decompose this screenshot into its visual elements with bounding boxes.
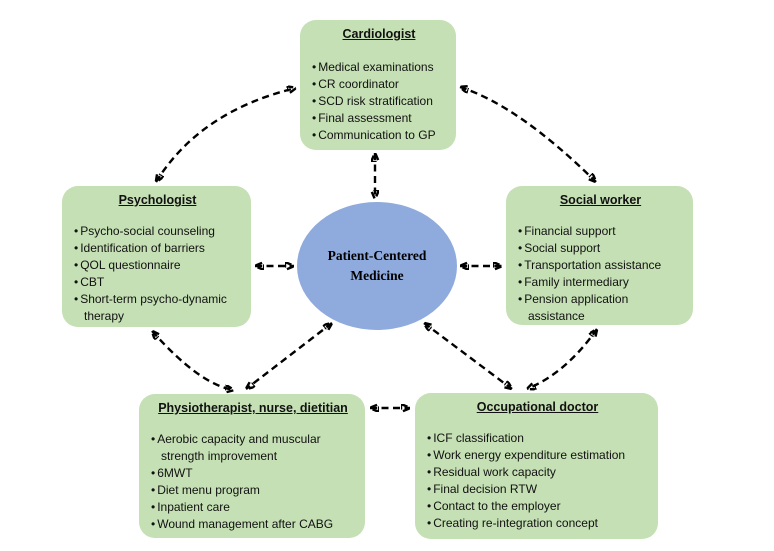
bullet-item: Communication to GP <box>312 127 448 144</box>
node-title: Social worker <box>559 193 642 207</box>
node-bullet-list: Psycho-social counselingIdentification o… <box>72 223 243 325</box>
node-title: Cardiologist <box>342 27 416 41</box>
arrow-psychologist-physio <box>152 331 234 390</box>
bullet-item: Diet menu program <box>151 482 357 499</box>
arrow-center-physio <box>246 323 332 389</box>
bullet-item: ICF classification <box>427 430 650 447</box>
bullet-item: Wound management after CABG <box>151 516 357 533</box>
bullet-item: Inpatient care <box>151 499 357 516</box>
node-title: Occupational doctor <box>476 400 599 414</box>
bullet-item: Aerobic capacity and muscular strength i… <box>151 431 357 465</box>
arrow-cardiologist-social-worker <box>460 87 596 182</box>
bullet-item: Pension application assistance <box>518 291 685 325</box>
node-psychologist: Psychologist Psycho-social counselingIde… <box>62 186 251 327</box>
node-physiotherapist-nurse-dietitian: Physiotherapist, nurse, dietitian Aerobi… <box>139 394 365 538</box>
bullet-item: 6MWT <box>151 465 357 482</box>
node-cardiologist: Cardiologist Medical examinationsCR coor… <box>300 20 456 150</box>
bullet-item: Creating re-integration concept <box>427 515 650 532</box>
center-label-line1: Patient-Centered <box>327 248 427 263</box>
node-bullet-list: Medical examinationsCR coordinatorSCD ri… <box>310 59 448 144</box>
arrow-social-worker-occupational <box>527 329 597 389</box>
bullet-item: Short-term psycho-dynamic therapy <box>74 291 243 325</box>
bullet-item: CR coordinator <box>312 76 448 93</box>
node-bullet-list: ICF classificationWork energy expenditur… <box>425 430 650 532</box>
bullet-item: Work energy expenditure estimation <box>427 447 650 464</box>
bullet-item: Medical examinations <box>312 59 448 76</box>
bullet-item: QOL questionnaire <box>74 257 243 274</box>
node-bullet-list: Aerobic capacity and muscular strength i… <box>149 431 357 533</box>
node-title: Psychologist <box>118 193 197 207</box>
node-occupational-doctor: Occupational doctor ICF classificationWo… <box>415 393 658 539</box>
node-social-worker: Social worker Financial supportSocial su… <box>506 186 693 325</box>
bullet-item: Identification of barriers <box>74 240 243 257</box>
arrow-center-occupational <box>424 323 512 389</box>
bullet-item: Final assessment <box>312 110 448 127</box>
node-title: Physiotherapist, nurse, dietitian <box>158 401 348 415</box>
bullet-item: Psycho-social counseling <box>74 223 243 240</box>
center-label-line2: Medicine <box>350 268 404 283</box>
bullet-item: Social support <box>518 240 685 257</box>
bullet-item: Financial support <box>518 223 685 240</box>
bullet-item: Family intermediary <box>518 274 685 291</box>
bullet-item: SCD risk stratification <box>312 93 448 110</box>
arrow-psychologist-cardiologist <box>156 88 296 182</box>
bullet-item: Final decision RTW <box>427 481 650 498</box>
center-node-patient-centered-medicine: Patient-Centered Medicine <box>297 202 457 330</box>
node-bullet-list: Financial supportSocial supportTransport… <box>516 223 685 325</box>
bullet-item: Contact to the employer <box>427 498 650 515</box>
bullet-item: CBT <box>74 274 243 291</box>
bullet-item: Transportation assistance <box>518 257 685 274</box>
bullet-item: Residual work capacity <box>427 464 650 481</box>
